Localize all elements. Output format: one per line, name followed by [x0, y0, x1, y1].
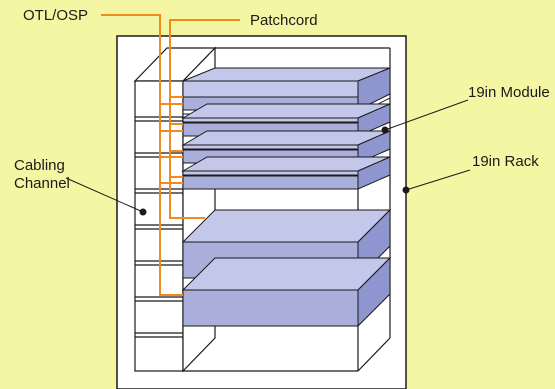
cables — [101, 14, 240, 296]
otl-osp-cable — [101, 14, 183, 296]
patchcord-cable — [169, 19, 240, 219]
cabling-dot — [139, 208, 147, 216]
rack-dot — [402, 186, 410, 194]
leaders — [65, 99, 471, 216]
cabling-label-line1: Cabling — [14, 157, 65, 174]
otl-osp-label: OTL/OSP — [23, 7, 88, 24]
cabling-label-line2: Channel — [14, 175, 70, 192]
rack-label: 19in Rack — [472, 153, 539, 170]
module-stack — [181, 67, 392, 328]
patchcord-label: Patchcord — [250, 12, 318, 29]
module-label: 19in Module — [468, 84, 550, 101]
module-dot — [381, 126, 389, 134]
